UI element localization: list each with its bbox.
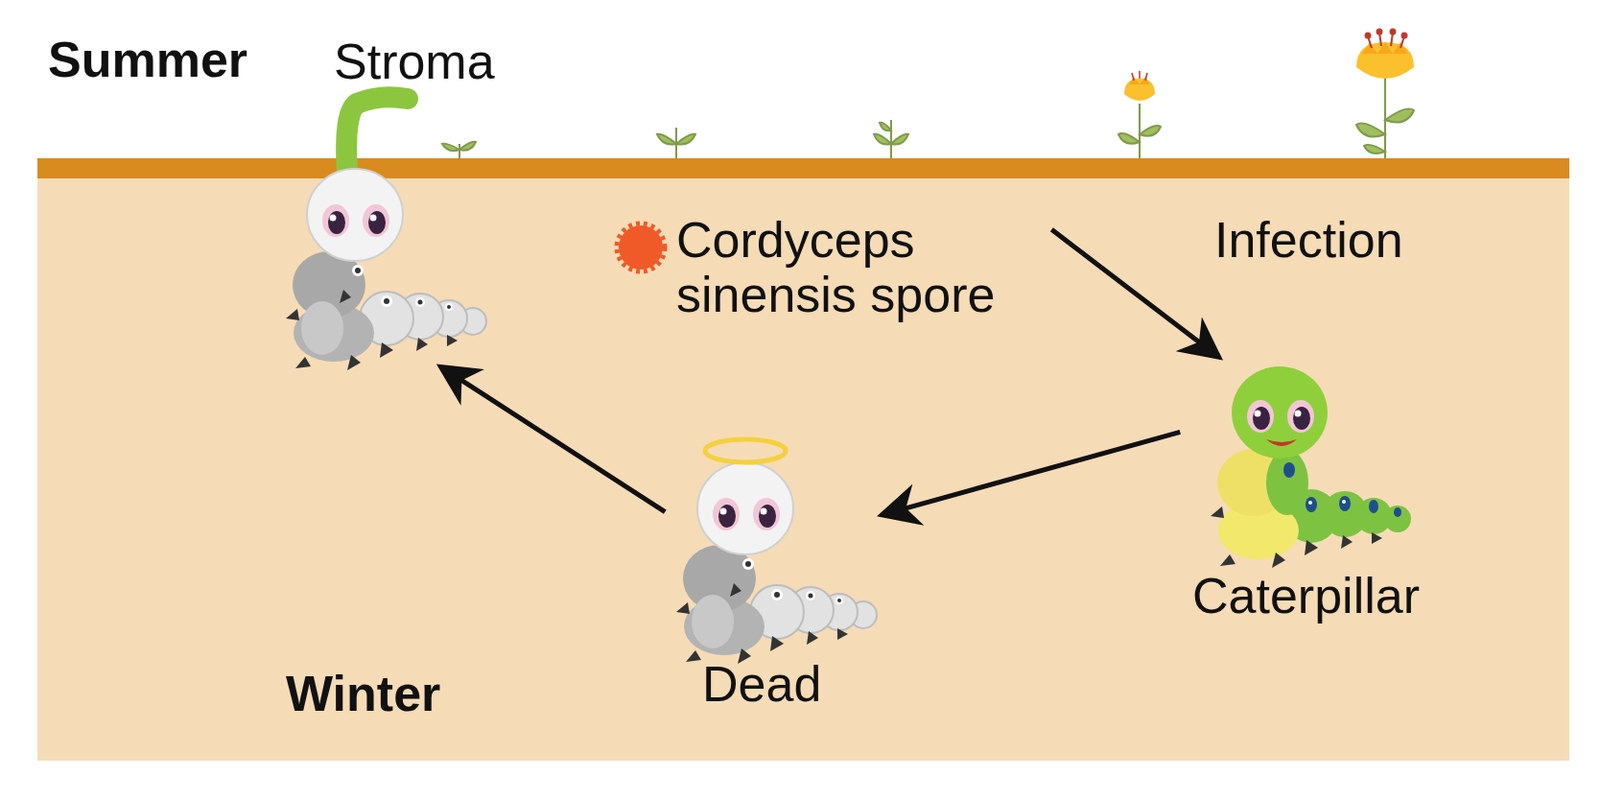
cycle-arrow bbox=[1051, 229, 1217, 355]
season-label: Winter bbox=[285, 666, 441, 722]
stage-label: Dead bbox=[702, 657, 822, 712]
season-label: Summer bbox=[47, 32, 248, 88]
cycle-arrow bbox=[885, 431, 1181, 514]
cycle-arrow bbox=[443, 368, 665, 512]
dead-stage: Dead bbox=[671, 426, 878, 725]
stage-label: Cordyceps sinensis spore bbox=[676, 212, 1041, 323]
stage-label: Caterpillar bbox=[1192, 568, 1420, 624]
arrow-label: Infection bbox=[1214, 212, 1404, 268]
stage-label: Stroma bbox=[333, 34, 495, 90]
spore-label-group: Cordyceps sinensis spore bbox=[613, 212, 1046, 333]
stroma-stage: Stroma bbox=[278, 26, 523, 365]
caterpillar-stage: Caterpillar bbox=[1187, 359, 1478, 641]
